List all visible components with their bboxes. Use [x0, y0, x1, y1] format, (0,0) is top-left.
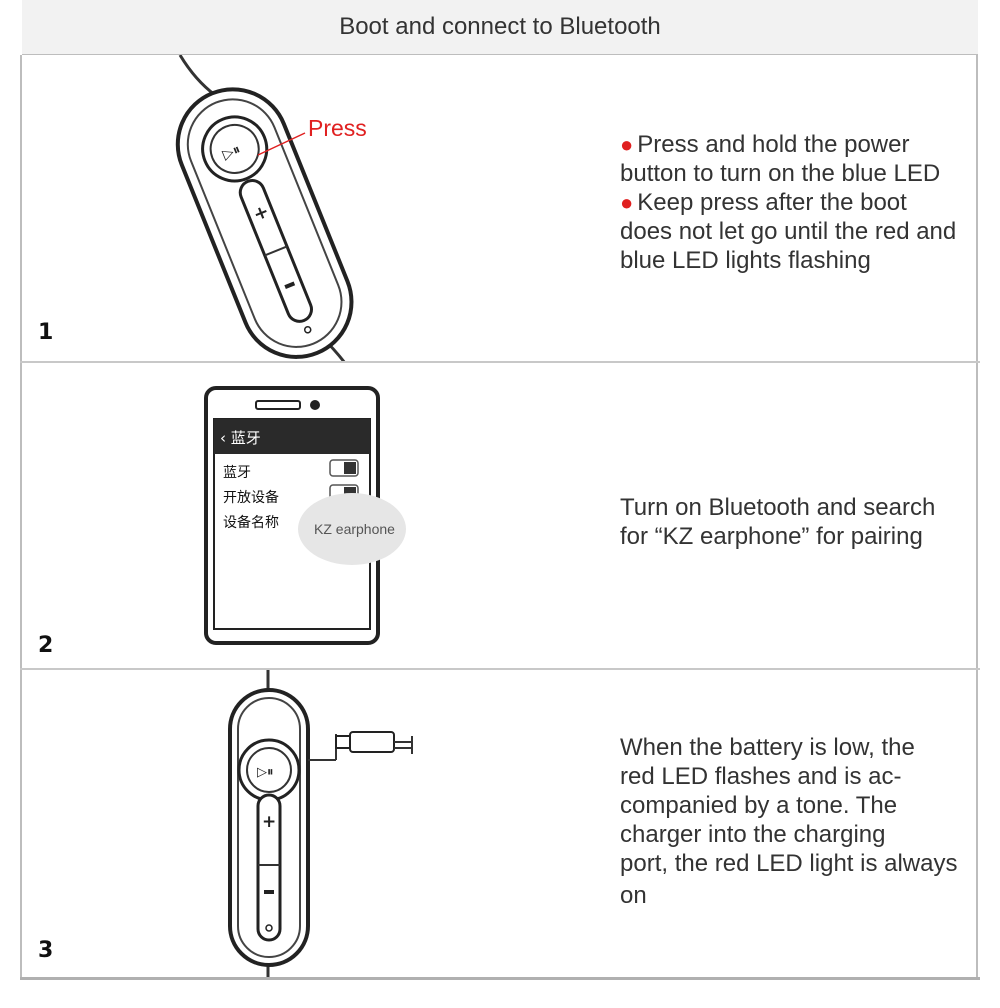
- row-divider: [20, 361, 980, 363]
- press-callout: Press: [308, 115, 367, 141]
- phone-illustration: [204, 386, 406, 645]
- svg-text:+: +: [262, 812, 276, 832]
- bottom-border: [20, 977, 980, 980]
- chevron-left-icon: ‹: [220, 429, 226, 447]
- phone-menu-item: 开放设备: [223, 490, 279, 506]
- phone-menu-item: 设备名称: [223, 515, 279, 531]
- remote-charging-illustration: ▷⏸ +: [228, 670, 413, 977]
- red-bullet-icon: ●: [620, 190, 634, 215]
- svg-text:+: +: [250, 201, 272, 226]
- red-bullet-icon: ●: [620, 132, 634, 157]
- step-1: ▷⏸ + Press ●Press and hold the power but…: [20, 55, 980, 363]
- header-bar: Boot and connect to Bluetooth: [22, 0, 978, 55]
- step-3: ▷⏸ + When the battery is low, the red LE…: [20, 670, 980, 977]
- step-1-bullet-2: ●Keep press after the boot does not let …: [620, 189, 957, 274]
- step-number: 2: [38, 633, 54, 658]
- phone-menu-item: 蓝牙: [223, 465, 251, 481]
- svg-text:▷⏸: ▷⏸: [257, 765, 274, 780]
- step-number: 3: [38, 938, 54, 963]
- remote-control-illustration: ▷⏸ +: [175, 55, 354, 363]
- svg-text:▷⏸: ▷⏸: [220, 142, 242, 163]
- step-1-bullet-1: ●Press and hold the power button to turn…: [620, 131, 941, 187]
- step-2-description: Turn on Bluetooth and search for “KZ ear…: [620, 494, 936, 550]
- row-divider: [20, 668, 980, 670]
- step-3-description: When the battery is low, the red LED fla…: [620, 734, 958, 909]
- step-2: ‹ 蓝牙 蓝牙 开放设备 设备名称 KZ earphone Turn on Bl…: [20, 363, 980, 670]
- device-name-bubble: KZ earphone: [314, 521, 395, 537]
- bluetooth-back-header: ‹ 蓝牙: [220, 429, 261, 447]
- step-number: 1: [38, 320, 54, 345]
- page-title: Boot and connect to Bluetooth: [339, 13, 661, 40]
- step-1-description: ●Press and hold the power button to turn…: [620, 130, 965, 275]
- steps-frame: [20, 55, 978, 977]
